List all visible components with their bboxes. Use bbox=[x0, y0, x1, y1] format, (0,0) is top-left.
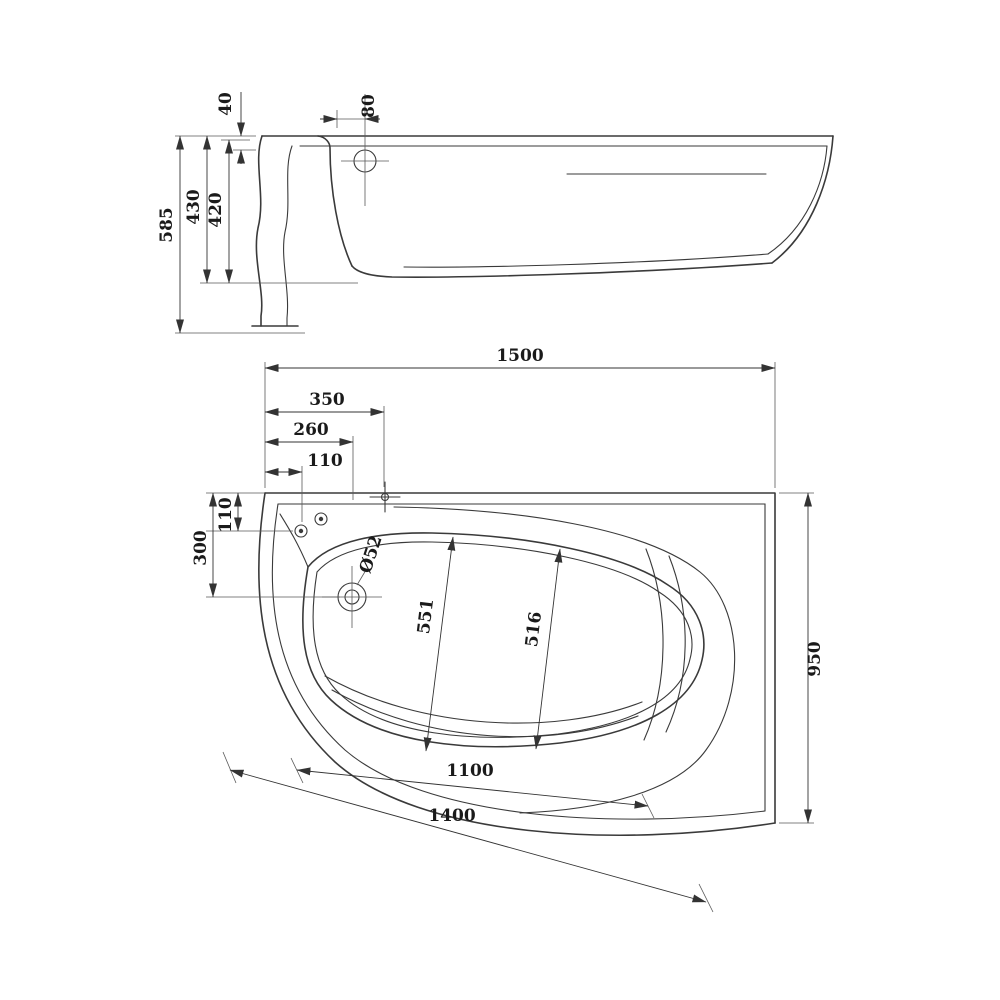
dim-label-350: 350 bbox=[309, 390, 345, 410]
plan-deck-sweep-curve bbox=[393, 506, 736, 814]
side-right-end-outer bbox=[771, 135, 834, 264]
dim-label-110-top: 110 bbox=[307, 451, 343, 471]
plan-corner-join-curve bbox=[279, 513, 309, 568]
side-bottom-inner bbox=[403, 253, 769, 268]
dim-label-260: 260 bbox=[293, 420, 329, 440]
jet-icon-1 bbox=[294, 524, 308, 538]
jet-dot-1 bbox=[298, 528, 304, 534]
dim-label-420: 420 bbox=[206, 192, 226, 228]
dim-label-110-left: 110 bbox=[216, 497, 236, 533]
dim-line-551 bbox=[423, 536, 456, 752]
dim-label-551: 551 bbox=[414, 598, 438, 636]
plan-floor-curve-1 bbox=[324, 675, 643, 724]
jet-icon-2 bbox=[314, 512, 328, 526]
dim-label-950: 950 bbox=[805, 641, 825, 677]
plan-well-outer bbox=[302, 532, 705, 748]
plan-floor-curve-2 bbox=[331, 689, 639, 738]
side-view: 40 80 585 430 420 bbox=[157, 92, 834, 334]
dim-label-1500: 1500 bbox=[496, 346, 543, 366]
plan-apron-outer-curve bbox=[258, 492, 776, 837]
side-drain-centerlines bbox=[341, 94, 389, 206]
side-leg-inner bbox=[283, 145, 293, 327]
jet-dot-2 bbox=[318, 516, 324, 522]
side-left-inner-wall bbox=[317, 135, 353, 267]
drain-diameter-leader bbox=[356, 569, 367, 586]
faucet-cross bbox=[369, 481, 401, 513]
faucet-icon bbox=[369, 481, 401, 513]
dim-line-1400 bbox=[229, 769, 707, 903]
dim-label-1400: 1400 bbox=[428, 806, 475, 826]
plan-view: 1500 350 260 110 300 110 950 Ø52 551 516… bbox=[191, 346, 825, 913]
dim-line-516 bbox=[533, 548, 563, 750]
plan-seat-arc-1 bbox=[643, 548, 664, 741]
dim-label-1100: 1100 bbox=[446, 761, 493, 781]
dim-label-516: 516 bbox=[522, 611, 546, 649]
plan-rim-inner-edges bbox=[277, 503, 766, 812]
dim-label-80: 80 bbox=[359, 94, 379, 118]
plan-seat-arc-2 bbox=[665, 555, 686, 733]
side-right-end-inner bbox=[767, 145, 828, 255]
dim-label-430: 430 bbox=[184, 189, 204, 225]
plan-wall-edges bbox=[264, 492, 776, 824]
side-bottom-outer bbox=[351, 262, 773, 278]
dim-label-40: 40 bbox=[216, 92, 236, 116]
dim-label-300: 300 bbox=[191, 530, 211, 566]
dim-label-585: 585 bbox=[157, 207, 177, 243]
side-leg-outer bbox=[255, 135, 263, 327]
